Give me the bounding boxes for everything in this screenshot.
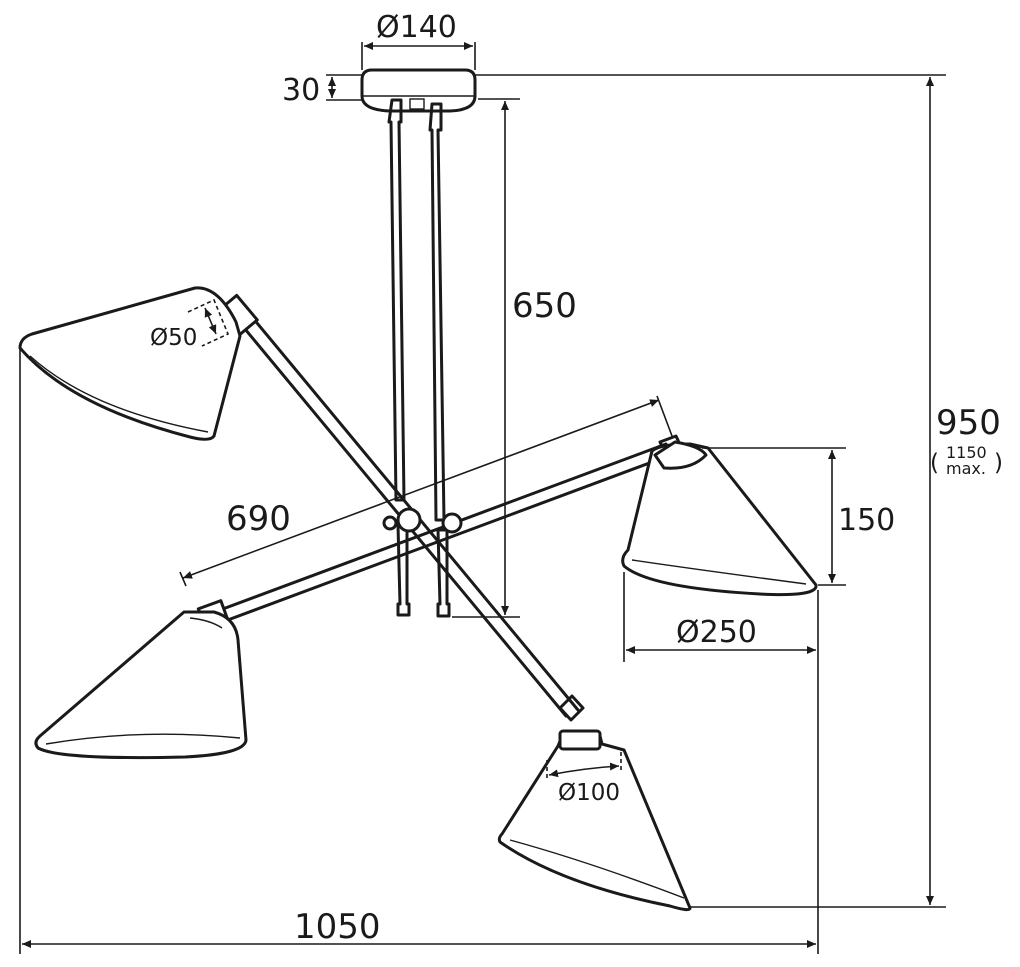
socket-diameter-label: Ø50 xyxy=(150,325,197,351)
shade-height-label: 150 xyxy=(838,503,895,538)
ceiling-canopy xyxy=(360,68,477,113)
total-height-max-unit: max. xyxy=(946,459,986,478)
rod-length-label: 650 xyxy=(512,286,577,326)
dimension-labels: Ø140 30 650 950 ( 1150 max. ) 690 150 Ø2… xyxy=(150,10,1003,947)
shade-top-diameter-label: Ø100 xyxy=(558,780,620,806)
shade-bottom-left xyxy=(34,610,248,760)
total-height-max-paren-open: ( xyxy=(930,450,939,476)
total-height-label: 950 xyxy=(936,403,1001,443)
total-height-max-value: 1150 xyxy=(946,443,987,462)
canopy-height-label: 30 xyxy=(282,73,320,108)
total-height-max-paren-close: ) xyxy=(994,450,1003,476)
shade-top-left xyxy=(18,286,242,441)
shade-bottom xyxy=(497,729,692,912)
shade-bottom-diameter-label: Ø250 xyxy=(676,615,757,650)
canopy-diameter-label: Ø140 xyxy=(376,10,457,45)
arm-span-label: 690 xyxy=(226,499,291,539)
dimension-lines xyxy=(19,42,946,954)
total-width-label: 1050 xyxy=(294,907,381,947)
shade-right xyxy=(621,440,818,597)
